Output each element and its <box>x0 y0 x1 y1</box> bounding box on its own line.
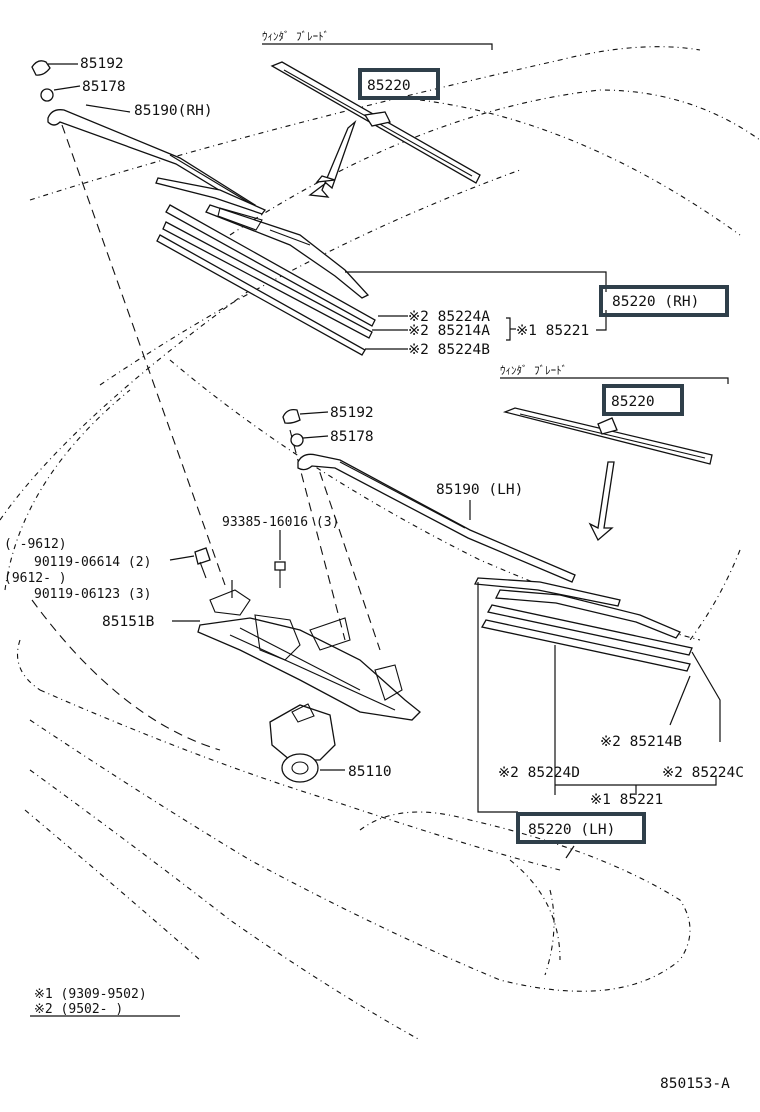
label-wiper-blade-top: ｳｨﾝﾀﾞ ﾌﾞﾚｰﾄﾞ <box>262 30 329 43</box>
label-85221-rh: ※1 85221 <box>516 323 589 339</box>
label-85224c: ※2 85224C <box>662 765 744 781</box>
label-85220-mid: 85220 <box>611 394 655 410</box>
label-90119-06123: 90119-06123 (3) <box>34 587 151 602</box>
label-85220-lh: 85220 (LH) <box>528 822 615 838</box>
part-labels: 85192 85178 85190(RH) ｳｨﾝﾀﾞ ﾌﾞﾚｰﾄﾞ 85220… <box>4 30 744 1092</box>
bolts <box>169 530 286 588</box>
label-85178-top: 85178 <box>82 79 126 95</box>
car-body-outline <box>0 46 760 1041</box>
highlight-85220-lh <box>516 812 646 844</box>
label-90119-06614: 90119-06614 (2) <box>34 555 151 570</box>
highlight-85220-mid <box>602 384 684 416</box>
label-85190-lh: 85190 (LH) <box>436 482 523 498</box>
diagram-id: 850153-A <box>660 1076 730 1092</box>
footnote-1: ※1 (9309-9502) <box>34 987 147 1002</box>
footnote-2: ※2 (9502- ) <box>34 1002 123 1017</box>
lh-arm-assembly <box>282 409 621 607</box>
label-85110: 85110 <box>348 764 392 780</box>
lh-blade-stack <box>477 582 721 859</box>
wiper-linkage <box>172 580 421 721</box>
label-85214b: ※2 85214B <box>600 734 682 750</box>
label-85151b: 85151B <box>102 614 155 630</box>
label-85190-rh: 85190(RH) <box>134 103 213 119</box>
label-85178-mid: 85178 <box>330 429 374 445</box>
label-85192-top: 85192 <box>80 56 124 72</box>
label-range-2: (9612- ) <box>4 571 67 586</box>
wiper-motor <box>269 703 345 783</box>
label-85214a: ※2 85214A <box>408 323 490 339</box>
label-93385: 93385-16016 (3) <box>222 515 339 530</box>
highlight-85220-rh <box>599 285 729 317</box>
label-85221-lh: ※1 85221 <box>590 792 663 808</box>
label-85220-rh: 85220 (RH) <box>612 294 699 310</box>
label-wiper-blade-mid: ｳｨﾝﾀﾞ ﾌﾞﾚｰﾄﾞ <box>500 364 567 377</box>
rh-new-blade <box>270 61 481 198</box>
label-range-1: ( -9612) <box>4 537 67 552</box>
lh-new-blade <box>500 377 729 542</box>
highlight-85220-top <box>358 68 440 100</box>
highlight-boxes <box>358 68 729 844</box>
label-85224a: ※2 85224A <box>408 309 490 325</box>
label-85220-top: 85220 <box>367 78 411 94</box>
label-85224b: ※2 85224B <box>408 342 490 358</box>
label-85192-mid: 85192 <box>330 405 374 421</box>
rh-blade-stack <box>156 204 408 356</box>
label-85224d: ※2 85224D <box>498 765 580 781</box>
rh-arm-assembly <box>31 60 267 215</box>
leader-lines <box>48 63 471 520</box>
